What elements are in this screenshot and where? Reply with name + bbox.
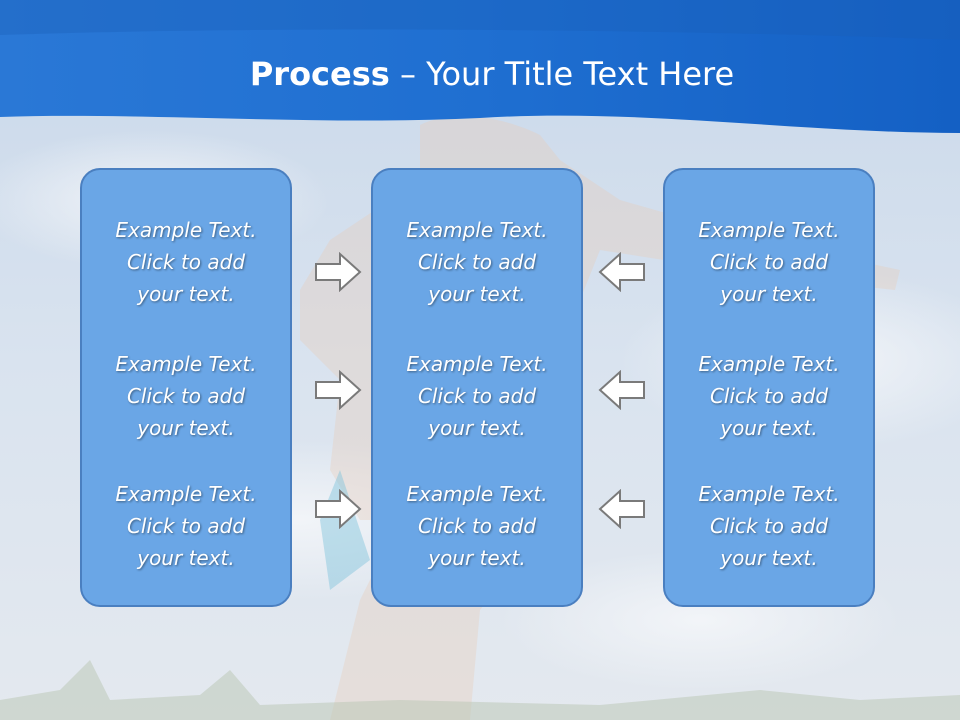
text-placeholder[interactable]: Example Text. Click to add your text. xyxy=(406,482,548,570)
title-bold: Process xyxy=(249,55,390,93)
slide-title: Process – Your Title Text Here xyxy=(0,52,960,96)
arrow-left-icon xyxy=(598,370,645,410)
text-placeholder[interactable]: Example Text. Click to add your text. xyxy=(115,218,257,306)
arrow-left-icon xyxy=(598,252,645,292)
text-placeholder[interactable]: Example Text. Click to add your text. xyxy=(698,218,840,306)
title-rest: – Your Title Text Here xyxy=(389,55,735,93)
arrow-right-icon xyxy=(315,370,362,410)
arrow-right-icon xyxy=(315,252,362,292)
process-box-left[interactable]: Example Text. Click to add your text. Ex… xyxy=(80,168,292,607)
process-box-center[interactable]: Example Text. Click to add your text. Ex… xyxy=(371,168,583,607)
arrow-left-icon xyxy=(598,489,645,529)
text-placeholder[interactable]: Example Text. Click to add your text. xyxy=(698,352,840,440)
arrow-right-icon xyxy=(315,489,362,529)
text-placeholder[interactable]: Example Text. Click to add your text. xyxy=(115,482,257,570)
text-placeholder[interactable]: Example Text. Click to add your text. xyxy=(115,352,257,440)
text-placeholder[interactable]: Example Text. Click to add your text. xyxy=(698,482,840,570)
process-box-right[interactable]: Example Text. Click to add your text. Ex… xyxy=(663,168,875,607)
text-placeholder[interactable]: Example Text. Click to add your text. xyxy=(406,218,548,306)
text-placeholder[interactable]: Example Text. Click to add your text. xyxy=(406,352,548,440)
